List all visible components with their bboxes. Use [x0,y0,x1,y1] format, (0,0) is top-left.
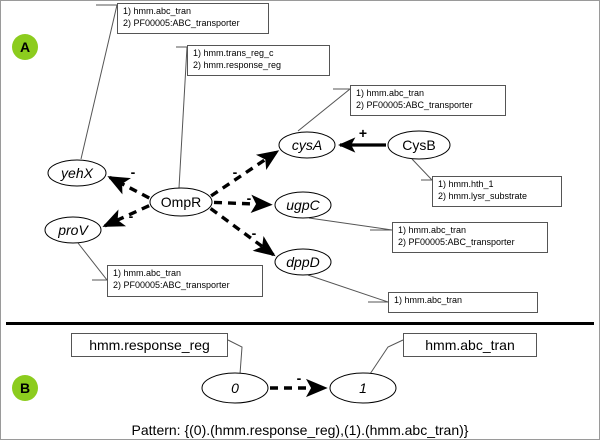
panel-a-edge-OmpR-to-dppD[interactable] [209,207,276,257]
hmm-abc-tran-box: hmm.abc_tran [403,333,537,357]
annotation-line: 1) hmm.abc_tran [123,6,192,16]
annotation-leader-CysB [411,158,434,181]
panel-a-edge-sign-OmpR-to-proV: - [128,208,134,224]
annotation-box-dppD: 1) hmm.abc_tran [388,292,538,313]
annotation-line: 2) PF00005:ABC_transporter [113,279,230,290]
panel-a-node-CysB[interactable] [387,130,451,160]
panel-a-node-label-yehX: yehX [61,165,93,181]
graph-node-shapes [44,130,451,404]
panel-a-node-OmpR[interactable] [149,187,213,217]
annotation-line: 2) PF00005:ABC_transporter [123,17,240,28]
panel-a-edge-sign-OmpR-to-yehX: - [130,164,136,180]
annotation-line: 1) hmm.abc_tran [356,88,425,98]
annotation-line: 1) hmm.hth_1 [438,179,494,189]
panel-a-node-label-OmpR: OmpR [160,194,202,210]
panel-a-node-label-cysA: cysA [291,137,323,153]
annotation-leader-yehX [80,4,118,160]
panel-a-edge-OmpR-to-cysA[interactable] [210,150,280,198]
panel-a-node-label-ugpC: ugpC [286,197,320,213]
hmm-response-reg-box: hmm.response_reg [71,333,228,357]
annotation-leader-proV [77,242,109,281]
panel-a-edge-sign-OmpR-to-ugpC: - [246,190,252,206]
annotation-line: 2) hmm.response_reg [193,59,282,70]
panel-b-node-state-0[interactable] [201,372,269,404]
annotation-line: 1) hmm.abc_tran [394,295,463,305]
panel-a-node-proV[interactable] [44,216,102,244]
panel-a-edge-sign-OmpR-to-dppD: - [251,225,257,241]
panel-a-node-dppD[interactable] [274,248,332,276]
panel-a-node-label-dppD: dppD [286,254,320,270]
panel-badge-b: B [12,375,38,401]
panel-a-node-yehX[interactable] [47,159,107,187]
graph-edges [102,137,386,398]
panel-a-edge-OmpR-to-proV[interactable] [102,204,150,228]
annotation-line: 1) hmm.trans_reg_c [193,48,274,58]
panel-divider [6,322,594,325]
panel-a-node-ugpC[interactable] [274,191,332,219]
annotation-leader-cysA [297,88,352,132]
annotation-line: 2) PF00005:ABC_transporter [356,99,473,110]
panel-b-node-label-state-0: 0 [231,380,239,396]
panel-a-node-label-CysB: CysB [402,137,436,153]
annotation-line: 2) PF00005:ABC_transporter [398,236,515,247]
annotation-leader-dppD [307,274,389,303]
panel-b-node-state-1[interactable] [329,372,397,404]
panel-a-node-cysA[interactable] [278,131,336,159]
annotation-line: 2) hmm.lysr_substrate [438,190,528,201]
panel-a-edge-sign-CysB-to-cysA: + [358,125,368,141]
pattern-text: Pattern: {(0).(hmm.response_reg),(1).(hm… [131,422,469,438]
panel-a-node-label-proV: proV [58,222,88,238]
annotation-line: 1) hmm.abc_tran [398,225,467,235]
panel-a-edge-sign-OmpR-to-cysA: - [232,164,238,180]
panel-b-leader-hmm-abc-tran-box [369,339,404,375]
panel-b-node-label-state-1: 1 [359,380,367,396]
annotation-leader-OmpR [176,46,188,189]
annotation-line: 1) hmm.abc_tran [113,268,182,278]
panel-b-edge-sign-state-0-to-state-1: - [296,370,302,386]
panel-b-leader-hmm-response-reg-box [227,339,243,375]
panel-a-edge-OmpR-to-ugpC[interactable] [213,194,273,214]
panel-a-edge-OmpR-to-yehX[interactable] [107,175,150,200]
annotation-leader-ugpC [308,217,393,231]
panel-badge-a: A [12,34,38,60]
